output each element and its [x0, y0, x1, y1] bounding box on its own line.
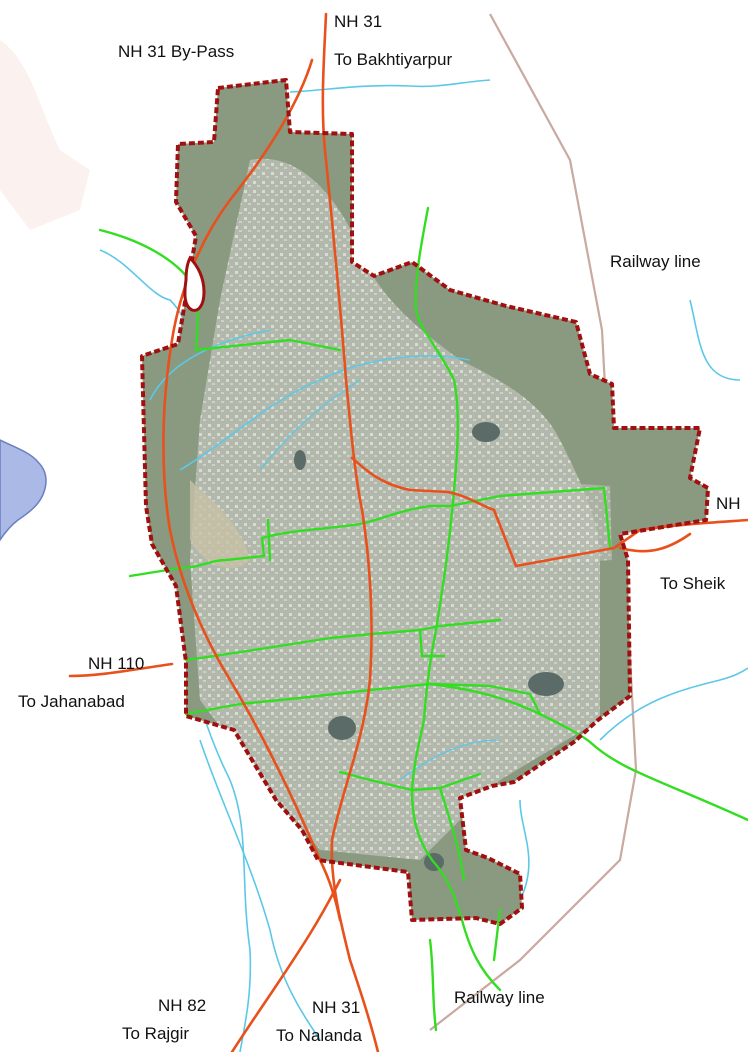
lake: [0, 439, 47, 542]
label-to-sheik: To Sheik: [660, 574, 726, 593]
urban-fabric: [190, 158, 600, 861]
nh-east-highway: [350, 456, 748, 568]
label-nh31-bottom: NH 31: [312, 998, 361, 1017]
label-to-nalanda: To Nalanda: [276, 1026, 363, 1045]
municipal-boundary: [140, 78, 710, 926]
label-to-jahanabad: To Jahanabad: [18, 692, 125, 711]
road-south-branch: [410, 788, 502, 992]
nh31-bypass-highway: [162, 58, 342, 922]
label-nh-east: NH: [716, 494, 741, 513]
river-southeast: [519, 799, 530, 901]
river-east: [599, 667, 748, 741]
label-to-bakhtiyarpur: To Bakhtiyarpur: [334, 50, 453, 69]
label-to-rajgir: To Rajgir: [122, 1024, 190, 1043]
river-top: [289, 79, 491, 93]
nh82-highway: [230, 878, 342, 1052]
river-northeast: [689, 299, 741, 381]
river-southwest-2: [199, 739, 321, 1041]
label-nh82: NH 82: [158, 996, 207, 1015]
national-highways: [68, 12, 748, 1052]
label-railway-line-bottom: Railway line: [454, 988, 545, 1007]
label-nh110: NH 110: [88, 654, 145, 673]
boundary-enclave: [183, 255, 206, 312]
road-north-south: [410, 206, 459, 792]
background-features: [0, 40, 90, 542]
faint-terrain-patch: [0, 40, 90, 230]
nh110-highway: [68, 662, 174, 678]
city-area: [142, 80, 708, 924]
label-railway-line-top: Railway line: [610, 252, 701, 271]
road-southeast: [184, 682, 748, 822]
label-nh31-top: NH 31: [334, 12, 383, 31]
road-west-central: [184, 618, 502, 662]
road-central-east: [128, 486, 606, 578]
label-nh31-bypass: NH 31 By-Pass: [118, 42, 235, 61]
open-ground: [190, 480, 250, 569]
